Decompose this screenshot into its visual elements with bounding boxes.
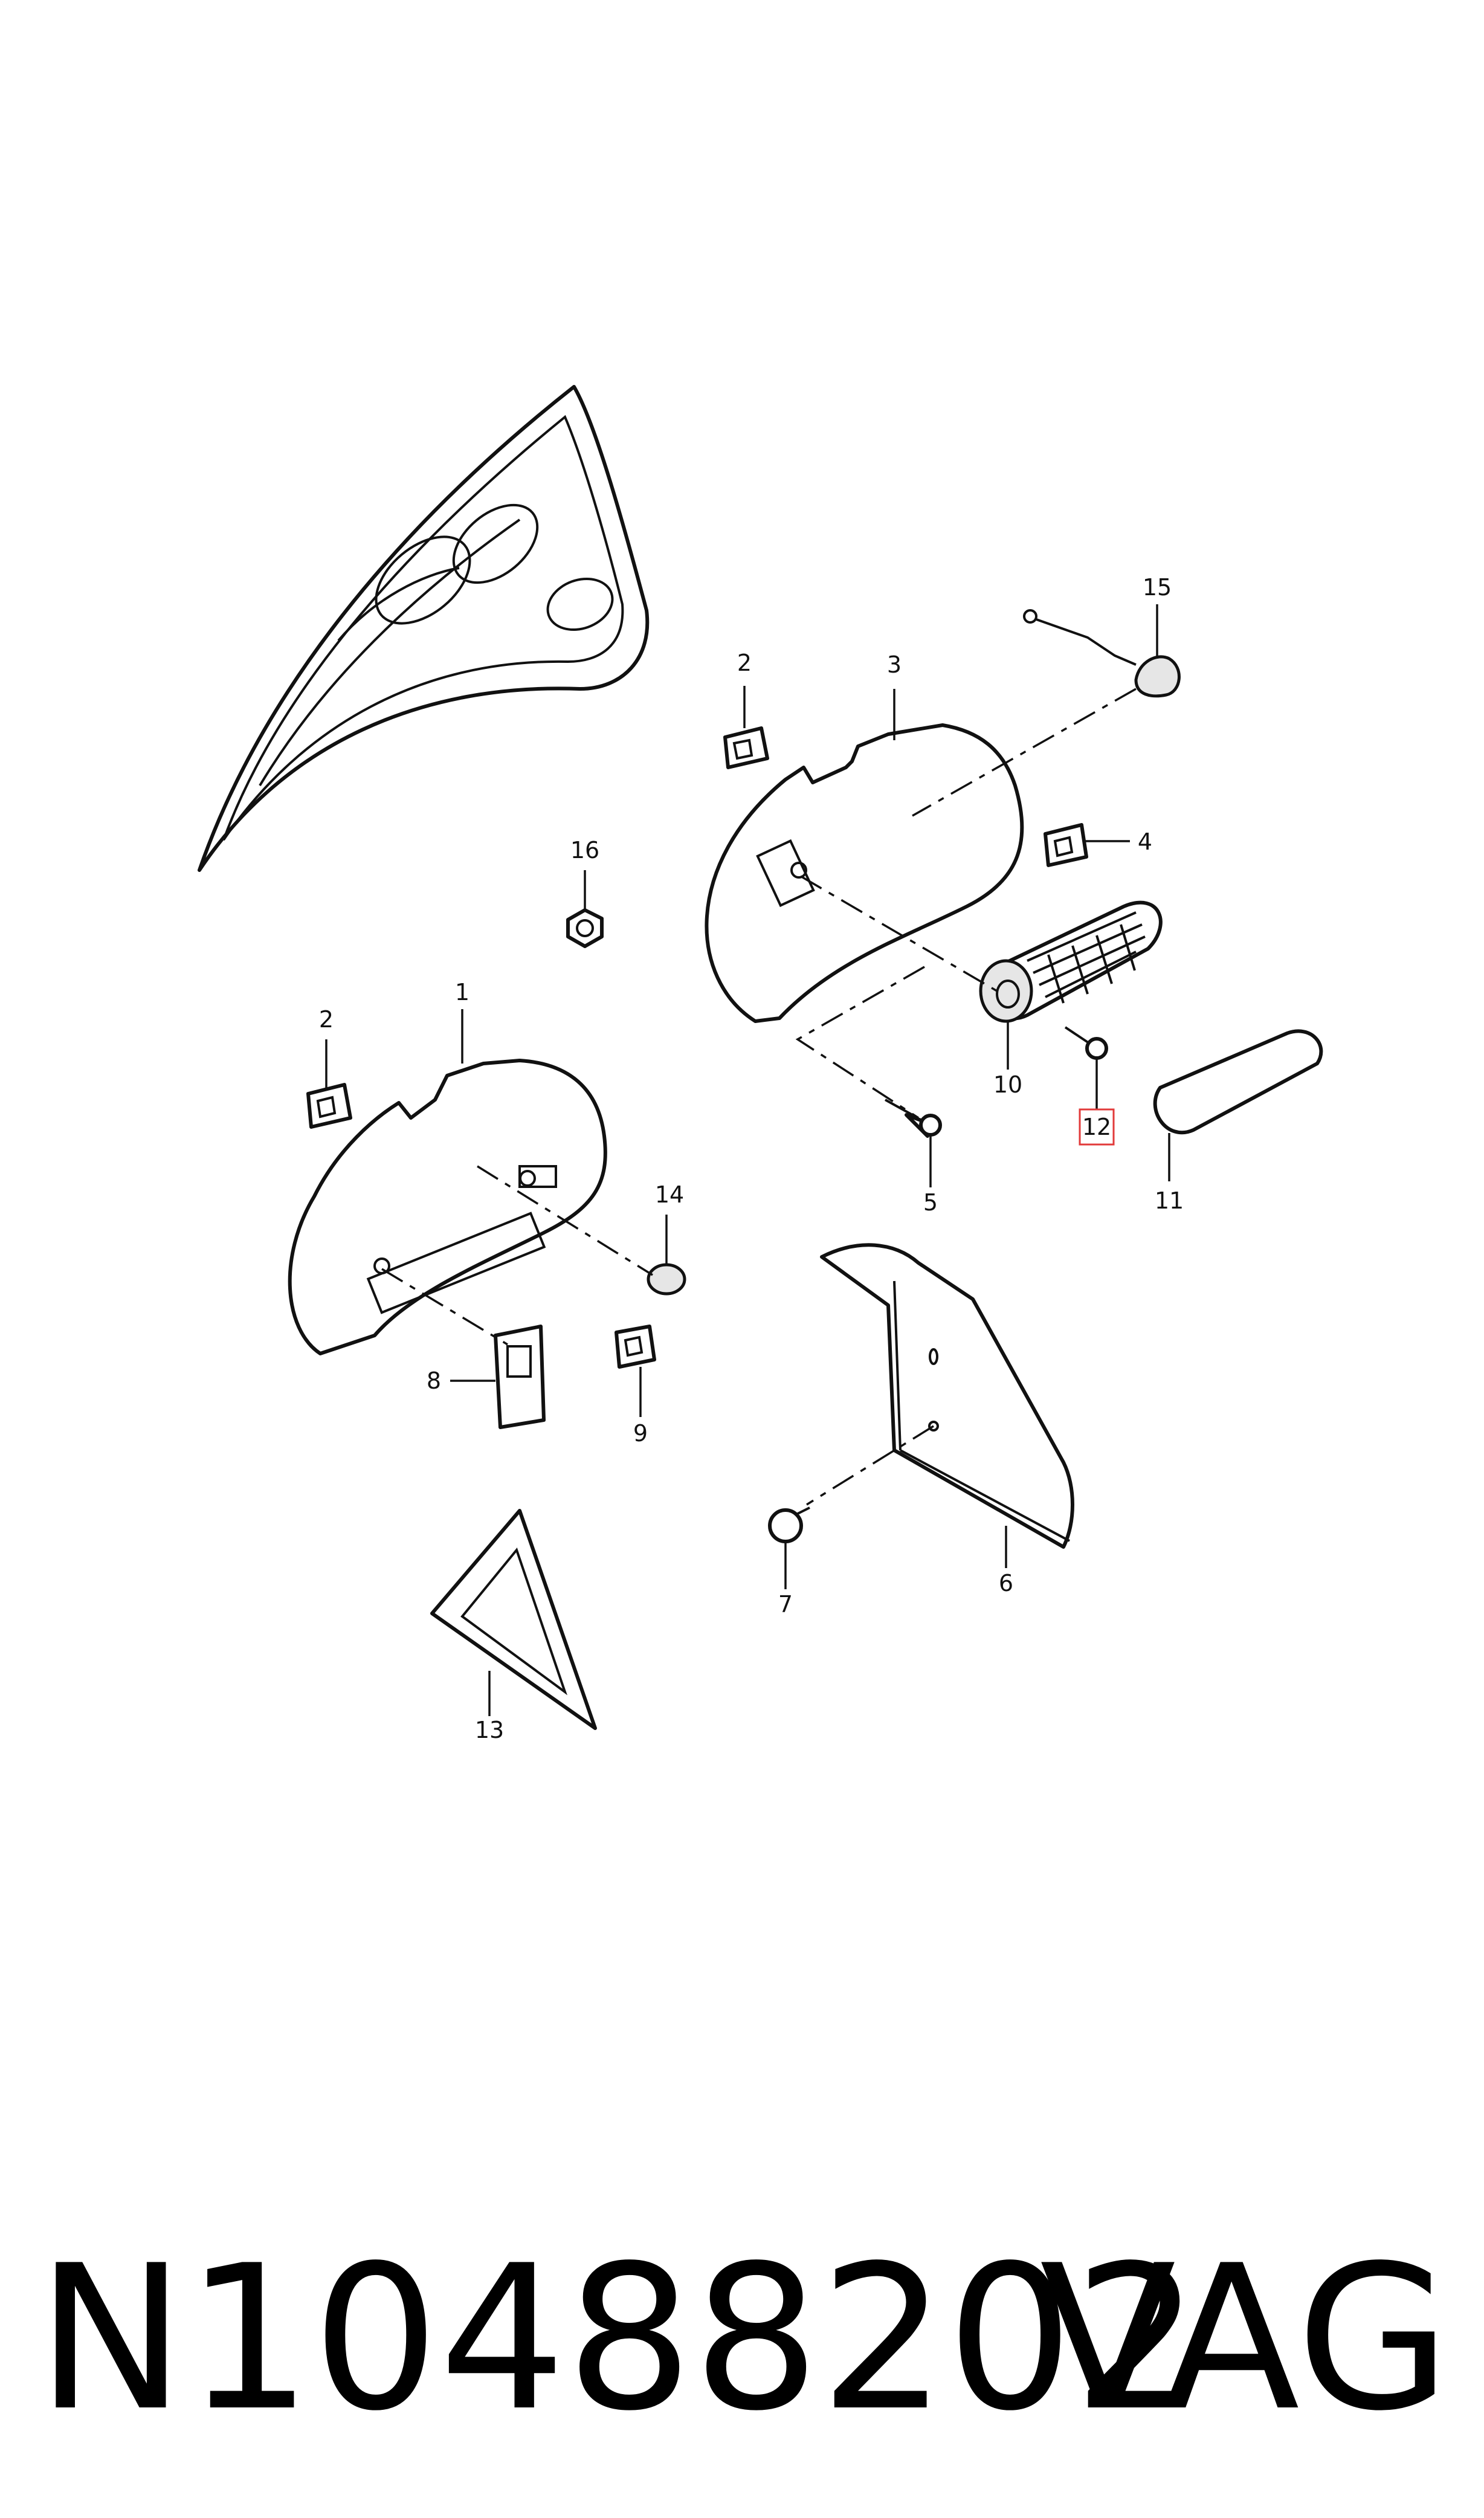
trim-panel-lower bbox=[288, 1059, 607, 1355]
callout-8: 8 bbox=[427, 1367, 441, 1394]
callout-2a: 2 bbox=[737, 650, 752, 676]
grille-housing bbox=[979, 900, 1163, 1023]
callout-4: 4 bbox=[1138, 828, 1152, 855]
callout-16: 16 bbox=[570, 837, 599, 864]
clip-nut-9 bbox=[615, 1325, 656, 1369]
assembly-line-3-5 bbox=[795, 966, 925, 1119]
callout-9: 9 bbox=[633, 1420, 648, 1447]
callout-3: 3 bbox=[887, 651, 902, 678]
brand-label: VAG bbox=[1039, 2223, 1451, 2455]
callout-6: 6 bbox=[999, 1570, 1013, 1596]
screw-7 bbox=[768, 1506, 810, 1543]
warning-triangle bbox=[430, 1509, 597, 1730]
cable-handle bbox=[1023, 609, 1181, 698]
callout-12: 12 bbox=[1082, 1114, 1111, 1140]
clip-nut-2a bbox=[723, 726, 769, 769]
callout-13: 13 bbox=[475, 1717, 504, 1743]
bracket bbox=[820, 1243, 1074, 1549]
trunk-lid bbox=[198, 385, 650, 872]
part-number: N10488202 bbox=[36, 2223, 1201, 2455]
latch-plate bbox=[494, 1325, 546, 1429]
screw-5 bbox=[885, 1099, 942, 1138]
callout-2b: 2 bbox=[319, 1006, 334, 1033]
leader-lines bbox=[325, 604, 1170, 1716]
clip-nut-2b bbox=[306, 1083, 352, 1129]
assembly-line-1-14 bbox=[477, 1165, 653, 1276]
screw-12 bbox=[1064, 1026, 1108, 1060]
callout-15: 15 bbox=[1143, 574, 1172, 601]
lens-cover bbox=[1153, 1029, 1323, 1135]
callout-7: 7 bbox=[778, 1591, 793, 1618]
assembly-line-3-10 bbox=[800, 875, 998, 992]
callout-11: 11 bbox=[1155, 1187, 1184, 1214]
assembly-line-6-7 bbox=[806, 1425, 934, 1506]
caption-bar: N10488202 VAG bbox=[0, 2212, 1484, 2465]
parts-diagram: 2 3 4 15 16 1 2 10 12 5 11 14 8 9 7 6 13 bbox=[198, 385, 1323, 1743]
cap bbox=[647, 1263, 686, 1296]
callout-14: 14 bbox=[655, 1181, 684, 1208]
assembly-line-15-3 bbox=[912, 688, 1137, 817]
callout-1: 1 bbox=[455, 979, 469, 1006]
highlight-box bbox=[1079, 1108, 1115, 1146]
hex-nut bbox=[566, 908, 604, 948]
callout-10: 10 bbox=[993, 1071, 1022, 1098]
clip-nut-4 bbox=[1044, 823, 1088, 867]
callout-5: 5 bbox=[923, 1189, 938, 1216]
